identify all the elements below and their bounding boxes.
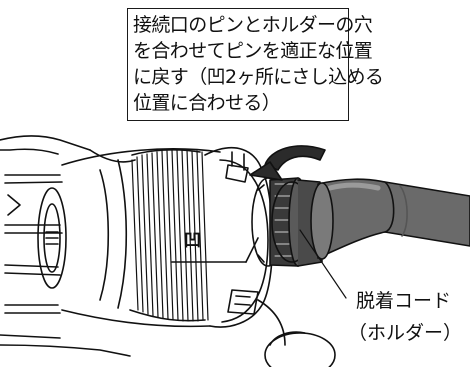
holder-label: （ホルダー） — [348, 322, 463, 344]
leader-line — [299, 229, 347, 299]
cord — [310, 178, 470, 260]
instruction-line-1: 接続口のピンとホルダーの穴 — [133, 14, 373, 36]
tool-body — [0, 135, 221, 357]
instruction-callout: 接続口のピンとホルダーの穴 を合わせてピンを適正な位置 に戻す（凹2ヶ所にさし込… — [127, 8, 384, 121]
instruction-line-4: 位置に合わせる） — [133, 92, 281, 114]
cord-holder — [269, 177, 323, 267]
curved-arrow-icon — [249, 145, 326, 181]
cord-label: 脱着コード — [356, 290, 452, 312]
instruction-line-2: を合わせてピンを適正な位置 — [133, 40, 373, 62]
recess-mark-icon: 凹 — [184, 231, 201, 251]
instruction-line-3: に戻す（凹2ヶ所にさし込める — [133, 66, 384, 88]
ribbed-collar — [131, 149, 209, 322]
